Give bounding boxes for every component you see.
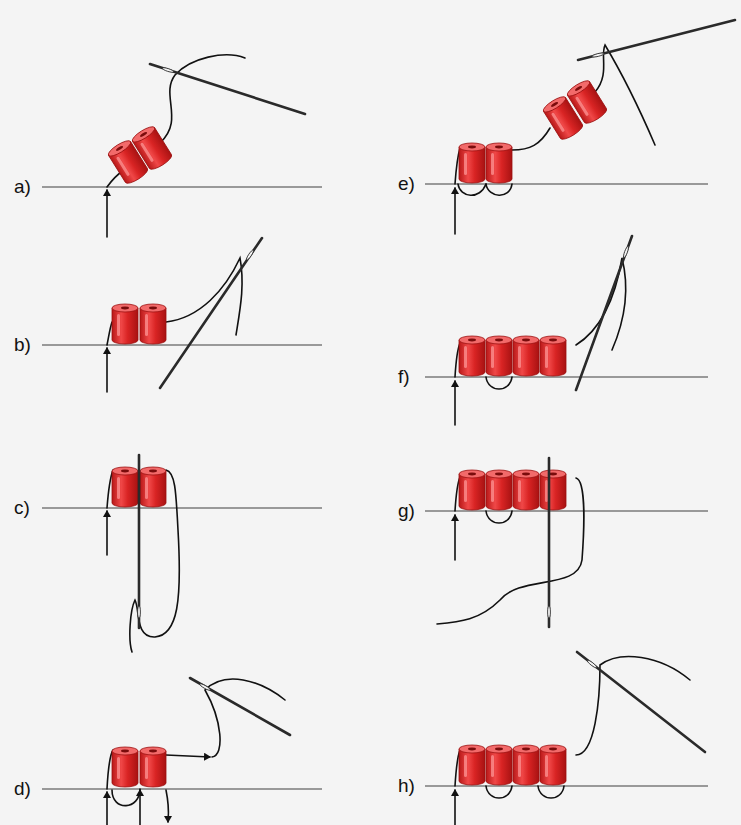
step-label: f) [398, 367, 410, 386]
step-label: h) [398, 776, 415, 795]
step-label: b) [14, 335, 31, 354]
step-label: a) [14, 177, 31, 196]
step-label: g) [398, 501, 415, 520]
step-label: c) [14, 498, 30, 517]
step-label: e) [398, 174, 415, 193]
step-label: d) [14, 779, 31, 798]
